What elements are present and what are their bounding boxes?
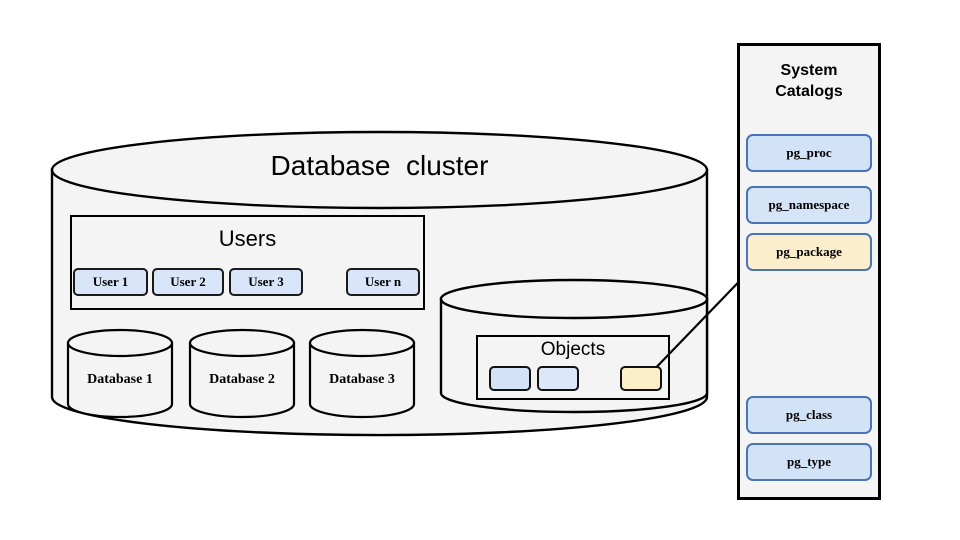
database-cylinder-2 bbox=[188, 328, 296, 419]
system-catalogs-title: System Catalogs bbox=[775, 62, 843, 100]
cluster-title: Database cluster bbox=[270, 150, 489, 181]
objects-group-box bbox=[476, 335, 670, 400]
objects-group-title: Objects bbox=[540, 339, 606, 360]
catalog-item-pg-class[interactable]: pg_class bbox=[746, 396, 872, 434]
catalog-item-pg-namespace[interactable]: pg_namespace bbox=[746, 186, 872, 224]
user-chip-n[interactable]: User n bbox=[346, 268, 420, 296]
database-label-3: Database 3 bbox=[329, 372, 395, 387]
database-cylinder-3 bbox=[308, 328, 416, 419]
user-chip-2[interactable]: User 2 bbox=[152, 268, 224, 296]
user-chip-1[interactable]: User 1 bbox=[73, 268, 148, 296]
object-chip-1[interactable] bbox=[489, 366, 531, 391]
catalog-item-pg-package[interactable]: pg_package bbox=[746, 233, 872, 271]
object-chip-2[interactable] bbox=[537, 366, 579, 391]
database-label-2: Database 2 bbox=[209, 372, 275, 387]
user-chip-3[interactable]: User 3 bbox=[229, 268, 303, 296]
catalog-item-pg-proc[interactable]: pg_proc bbox=[746, 134, 872, 172]
catalog-item-pg-type[interactable]: pg_type bbox=[746, 443, 872, 481]
object-chip-highlighted[interactable] bbox=[620, 366, 662, 391]
database-cylinder-1 bbox=[66, 328, 174, 419]
users-group-title: Users bbox=[218, 226, 277, 251]
database-label-1: Database 1 bbox=[87, 372, 153, 387]
users-group-box bbox=[70, 215, 425, 310]
